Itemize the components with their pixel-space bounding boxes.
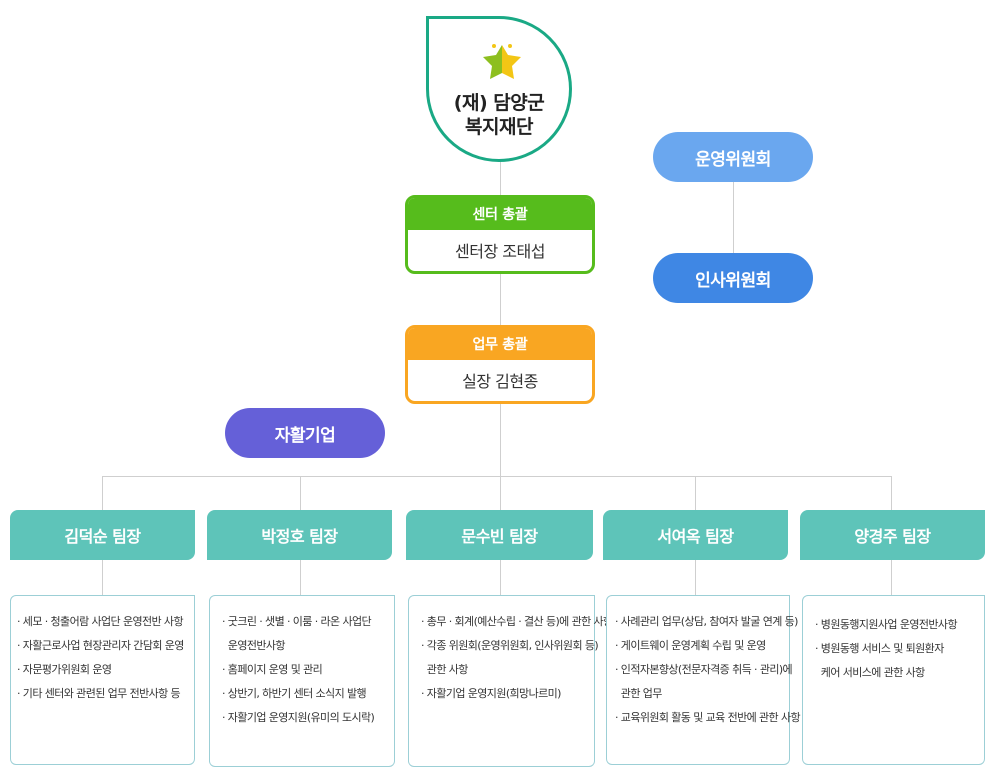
work-head-title: 업무 총괄 bbox=[408, 328, 592, 360]
duty-item: · 상반기, 하반기 센터 소식지 발행 bbox=[222, 687, 367, 700]
duty-item: · 기타 센터와 관련된 업무 전반사항 등 bbox=[17, 687, 181, 700]
duty-item: · 교육위원회 활동 및 교육 전반에 관한 사항 bbox=[615, 711, 801, 724]
connector-team-3 bbox=[500, 476, 501, 510]
connector-team-4 bbox=[695, 476, 696, 510]
duty-item: · 홈페이지 운영 및 관리 bbox=[222, 663, 323, 676]
duty-item: · 총무 · 회계(예산수립 · 결산 등)에 관한 사항 bbox=[421, 615, 613, 628]
connector-main-vertical bbox=[500, 160, 501, 476]
duty-item: · 자활근로사업 현장관리자 간담회 운영 bbox=[17, 639, 184, 652]
team-leader-4: 서여옥 팀장 bbox=[603, 510, 788, 560]
team-leader-1: 김덕순 팀장 bbox=[10, 510, 195, 560]
duty-item: · 세모 · 청출어람 사업단 운영전반 사항 bbox=[17, 615, 184, 628]
team-leader-3: 문수빈 팀장 bbox=[406, 510, 593, 560]
work-head-box: 업무 총괄 실장 김현종 bbox=[405, 325, 595, 404]
connector-duty-5 bbox=[891, 560, 892, 595]
duty-item: · 자활기업 운영지원(희망나르미) bbox=[421, 687, 561, 700]
connector-duty-2 bbox=[300, 560, 301, 595]
foundation-node: (재) 담양군 복지재단 bbox=[426, 16, 572, 162]
connector-team-5 bbox=[891, 476, 892, 510]
duty-item: · 게이트웨이 운영계획 수립 및 운영 bbox=[615, 639, 766, 652]
connector-duty-1 bbox=[102, 560, 103, 595]
duty-item: · 자활기업 운영지원(유미의 도시락) bbox=[222, 711, 375, 724]
duty-item: · 인적자본향상(전문자격증 취득 · 관리)에 bbox=[615, 663, 793, 676]
center-head-box: 센터 총괄 센터장 조태섭 bbox=[405, 195, 595, 274]
connector-duty-4 bbox=[695, 560, 696, 595]
duty-item: 운영전반사항 bbox=[222, 639, 286, 652]
connector-horizontal bbox=[102, 476, 892, 477]
duty-item: 케어 서비스에 관한 사항 bbox=[815, 666, 926, 679]
duty-item: 관한 업무 bbox=[615, 687, 663, 700]
duty-item: · 병원동행지원사업 운영전반사항 bbox=[815, 618, 958, 631]
connector-duty-3 bbox=[500, 560, 501, 595]
operations-committee: 운영위원회 bbox=[653, 132, 813, 182]
foundation-logo-icon bbox=[483, 44, 521, 79]
team-duties-3: · 총무 · 회계(예산수립 · 결산 등)에 관한 사항 · 각종 위원회(운… bbox=[408, 595, 613, 767]
connector-team-2 bbox=[300, 476, 301, 510]
team-duties-2: · 굿크린 · 샛별 · 이룸 · 라온 사업단 운영전반사항 · 홈페이지 운… bbox=[209, 595, 395, 767]
team-duties-4: · 사례관리 업무(상담, 참여자 발굴 연계 등) · 게이트웨이 운영계획 … bbox=[606, 595, 801, 765]
team-duties-5: · 병원동행지원사업 운영전반사항 · 병원동행 서비스 및 퇴원환자 케어 서… bbox=[802, 595, 985, 765]
duty-item: · 굿크린 · 샛별 · 이룸 · 라온 사업단 bbox=[222, 615, 372, 628]
duty-item: · 병원동행 서비스 및 퇴원환자 bbox=[815, 642, 944, 655]
personnel-committee: 인사위원회 bbox=[653, 253, 813, 303]
team-leader-5: 양경주 팀장 bbox=[800, 510, 985, 560]
foundation-name-line2: 복지재단 bbox=[465, 116, 533, 138]
connector-committees bbox=[733, 180, 734, 255]
foundation-name-line1: (재) 담양군 bbox=[453, 92, 545, 114]
center-head-title: 센터 총괄 bbox=[408, 198, 592, 230]
duty-item: · 사례관리 업무(상담, 참여자 발굴 연계 등) bbox=[615, 615, 798, 628]
team-leader-2: 박정호 팀장 bbox=[207, 510, 392, 560]
work-head-name: 실장 김현종 bbox=[462, 372, 538, 391]
team-duties-1: · 세모 · 청출어람 사업단 운영전반 사항 · 자활근로사업 현장관리자 간… bbox=[10, 595, 195, 765]
duty-item: 관한 사항 bbox=[421, 663, 469, 676]
foundation-name: (재) 담양군 복지재단 bbox=[429, 91, 569, 139]
duty-item: · 각종 위원회(운영위원회, 인사위원회 등) bbox=[421, 639, 599, 652]
center-head-name: 센터장 조태섭 bbox=[455, 242, 545, 261]
duty-item: · 자문평가위원회 운영 bbox=[17, 663, 112, 676]
self-support-enterprise: 자활기업 bbox=[225, 408, 385, 458]
connector-team-1 bbox=[102, 476, 103, 510]
